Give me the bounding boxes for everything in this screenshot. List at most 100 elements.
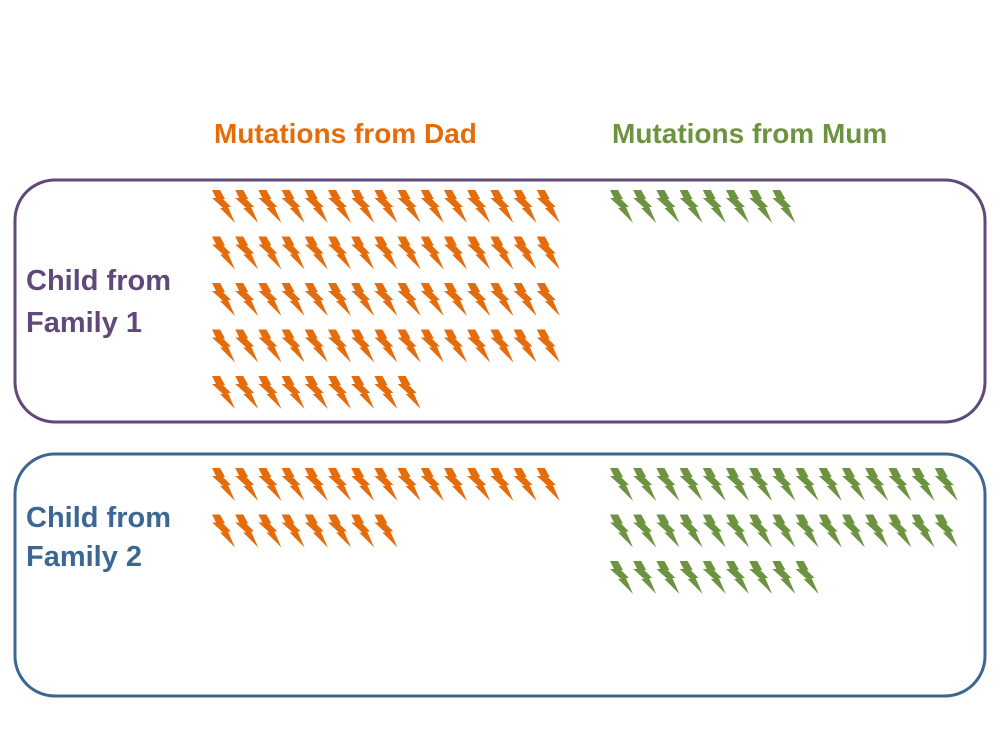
family-1-dad-mutation-bolt-icon bbox=[351, 283, 375, 316]
family-1-dad-mutation-bolt-icon bbox=[374, 376, 398, 409]
family-1-dad-mutation-bolt-icon bbox=[467, 190, 491, 223]
family-1-dad-mutation-bolt-icon bbox=[351, 236, 375, 270]
family-1-dad-mutation-bolt-icon bbox=[235, 376, 259, 409]
family-2-dad-mutation-bolt-icon bbox=[374, 514, 398, 548]
family-2-mum-mutation-bolt-icon bbox=[888, 468, 912, 501]
family-2-dad-mutation-bolt-icon bbox=[467, 468, 491, 501]
family-2-dad-mutation-bolt-icon bbox=[420, 468, 444, 501]
family-1-dad-mutation-bolt-icon bbox=[351, 190, 375, 223]
family-2-dad-mutation-bolt-icon bbox=[304, 514, 328, 548]
family-2-mum-mutation-bolt-icon bbox=[702, 514, 726, 548]
family-2-dad-mutation-bolt-icon bbox=[304, 468, 328, 501]
family-1-dad-mutation-bolt-icon bbox=[420, 236, 444, 270]
family-2-mum-mutation-bolt-icon bbox=[679, 514, 703, 548]
family-2-mum-mutation-bolt-icon bbox=[818, 514, 842, 548]
family-1-dad-mutation-bolt-icon bbox=[397, 376, 421, 409]
family-1-mum-mutation-bolt-icon bbox=[679, 190, 703, 223]
family-1-dad-mutation-bolt-icon bbox=[235, 190, 259, 223]
family-1-mum-mutation-bolt-icon bbox=[610, 190, 633, 223]
header-dad: Mutations from Dad bbox=[214, 118, 477, 149]
family-1-dad-mutation-bolt-icon bbox=[467, 236, 491, 270]
family-2-mum-mutation-bolt-icon bbox=[842, 514, 865, 548]
family-1-dad-mutation-bolt-icon bbox=[444, 283, 467, 316]
family-1-mum-mutation-bolt-icon bbox=[656, 190, 680, 223]
family-2-label-line-1: Child from bbox=[26, 502, 171, 534]
family-1-dad-mutation-bolt-icon bbox=[351, 329, 375, 363]
family-1-dad-mutation-bolt-icon bbox=[304, 376, 328, 409]
family-1-dad-mutation-bolt-icon bbox=[536, 329, 560, 363]
family-1-dad-mutation-bolt-icon bbox=[536, 236, 560, 270]
family-1-dad-mutation-bolt-icon bbox=[258, 190, 282, 223]
family-1-dad-mutation-bolt-icon bbox=[420, 329, 444, 363]
family-2-label-line-2: Family 2 bbox=[26, 541, 142, 573]
family-1-dad-mutation-bolt-icon bbox=[212, 376, 235, 409]
family-1-dad-mutation-bolt-icon bbox=[304, 329, 328, 363]
family-1-dad-mutation-bolt-icon bbox=[397, 236, 421, 270]
family-2-mum-mutation-bolt-icon bbox=[702, 468, 726, 501]
family-1-dad-mutation-bolt-icon bbox=[420, 283, 444, 316]
family-2-mum-mutation-bolt-icon bbox=[749, 514, 773, 548]
family-1-dad-mutation-bolt-icon bbox=[444, 236, 467, 270]
family-2-mum-mutation-bolt-icon bbox=[911, 468, 935, 501]
family-1-dad-mutation-bolt-icon bbox=[212, 236, 235, 270]
family-2-dad-mutation-bolt-icon bbox=[328, 514, 351, 548]
family-1-dad-mutation-bolt-icon bbox=[467, 329, 491, 363]
family-1-dad-mutation-bolt-icon bbox=[212, 329, 235, 363]
family-1-dad-mutation-bolt-icon bbox=[281, 236, 305, 270]
family-1-dad-mutation-bolt-icon bbox=[513, 283, 537, 316]
family-2-mum-mutation-bolt-icon bbox=[888, 514, 912, 548]
family-1-dad-mutation-bolt-icon bbox=[536, 190, 560, 223]
family-2-dad-mutation-bolt-icon bbox=[258, 468, 282, 501]
family-1-dad-mutation-bolt-icon bbox=[374, 329, 398, 363]
family-2-dad-mutation-bolt-icon bbox=[281, 514, 305, 548]
family-2-dad-mutation-bolt-icon bbox=[351, 514, 375, 548]
family-1-dad-mutation-bolt-icon bbox=[212, 283, 235, 316]
family-2-dad-mutation-bolt-icon bbox=[536, 468, 560, 501]
family-1-dad-mutation-bolt-icon bbox=[304, 236, 328, 270]
family-1-dad-mutation-bolt-icon bbox=[328, 236, 351, 270]
family-1-dad-mutation-bolt-icon bbox=[444, 329, 467, 363]
family-1-dad-mutation-bolt-icon bbox=[281, 190, 305, 223]
bolt-layer bbox=[212, 190, 958, 594]
family-2-dad-mutation-bolt-icon bbox=[235, 514, 259, 548]
family-1-dad-mutation-bolt-icon bbox=[420, 190, 444, 223]
family-1-dad-mutation-bolt-icon bbox=[513, 190, 537, 223]
family-2-mum-mutation-bolt-icon bbox=[795, 514, 819, 548]
family-1-dad-mutation-bolt-icon bbox=[374, 283, 398, 316]
family-2-mum-mutation-bolt-icon bbox=[656, 514, 680, 548]
family-2-dad-mutation-bolt-icon bbox=[351, 468, 375, 501]
family-2-dad-mutation-bolt-icon bbox=[212, 514, 235, 548]
family-1-panel bbox=[13, 178, 987, 424]
family-2-mum-mutation-bolt-icon bbox=[633, 561, 657, 594]
family-2-panel bbox=[13, 452, 987, 698]
family-1-dad-mutation-bolt-icon bbox=[281, 283, 305, 316]
family-2-mum-mutation-bolt-icon bbox=[795, 468, 819, 501]
family-1-mum-mutation-bolt-icon bbox=[726, 190, 749, 223]
family-2-mum-mutation-bolt-icon bbox=[633, 468, 657, 501]
family-2-mum-mutation-bolt-icon bbox=[702, 561, 726, 594]
family-2-dad-mutation-bolt-icon bbox=[212, 468, 235, 501]
family-1-mum-mutation-bolt-icon bbox=[702, 190, 726, 223]
family-2-dad-mutation-bolt-icon bbox=[444, 468, 467, 501]
family-1-dad-mutation-bolt-icon bbox=[328, 190, 351, 223]
family-1-mum-mutation-bolt-icon bbox=[772, 190, 796, 223]
family-1-dad-mutation-bolt-icon bbox=[235, 329, 259, 363]
family-2-mum-mutation-bolt-icon bbox=[726, 514, 749, 548]
family-2-mum-mutation-bolt-icon bbox=[818, 468, 842, 501]
family-1-dad-mutation-bolt-icon bbox=[513, 329, 537, 363]
family-2-mum-mutation-bolt-icon bbox=[772, 468, 796, 501]
family-2-mum-mutation-bolt-icon bbox=[726, 468, 749, 501]
family-2-dad-mutation-bolt-icon bbox=[281, 468, 305, 501]
family-1-dad-mutation-bolt-icon bbox=[351, 376, 375, 409]
family-2-mum-mutation-bolt-icon bbox=[842, 468, 865, 501]
family-1-dad-mutation-bolt-icon bbox=[281, 329, 305, 363]
family-2-dad-mutation-bolt-icon bbox=[397, 468, 421, 501]
family-1-dad-mutation-bolt-icon bbox=[513, 236, 537, 270]
family-2-mum-mutation-bolt-icon bbox=[679, 561, 703, 594]
family-2-mum-mutation-bolt-icon bbox=[934, 468, 958, 501]
family-1-dad-mutation-bolt-icon bbox=[328, 376, 351, 409]
family-1-mum-mutation-bolt-icon bbox=[633, 190, 657, 223]
family-1-dad-mutation-bolt-icon bbox=[258, 376, 282, 409]
family-1-mum-mutation-bolt-icon bbox=[749, 190, 773, 223]
